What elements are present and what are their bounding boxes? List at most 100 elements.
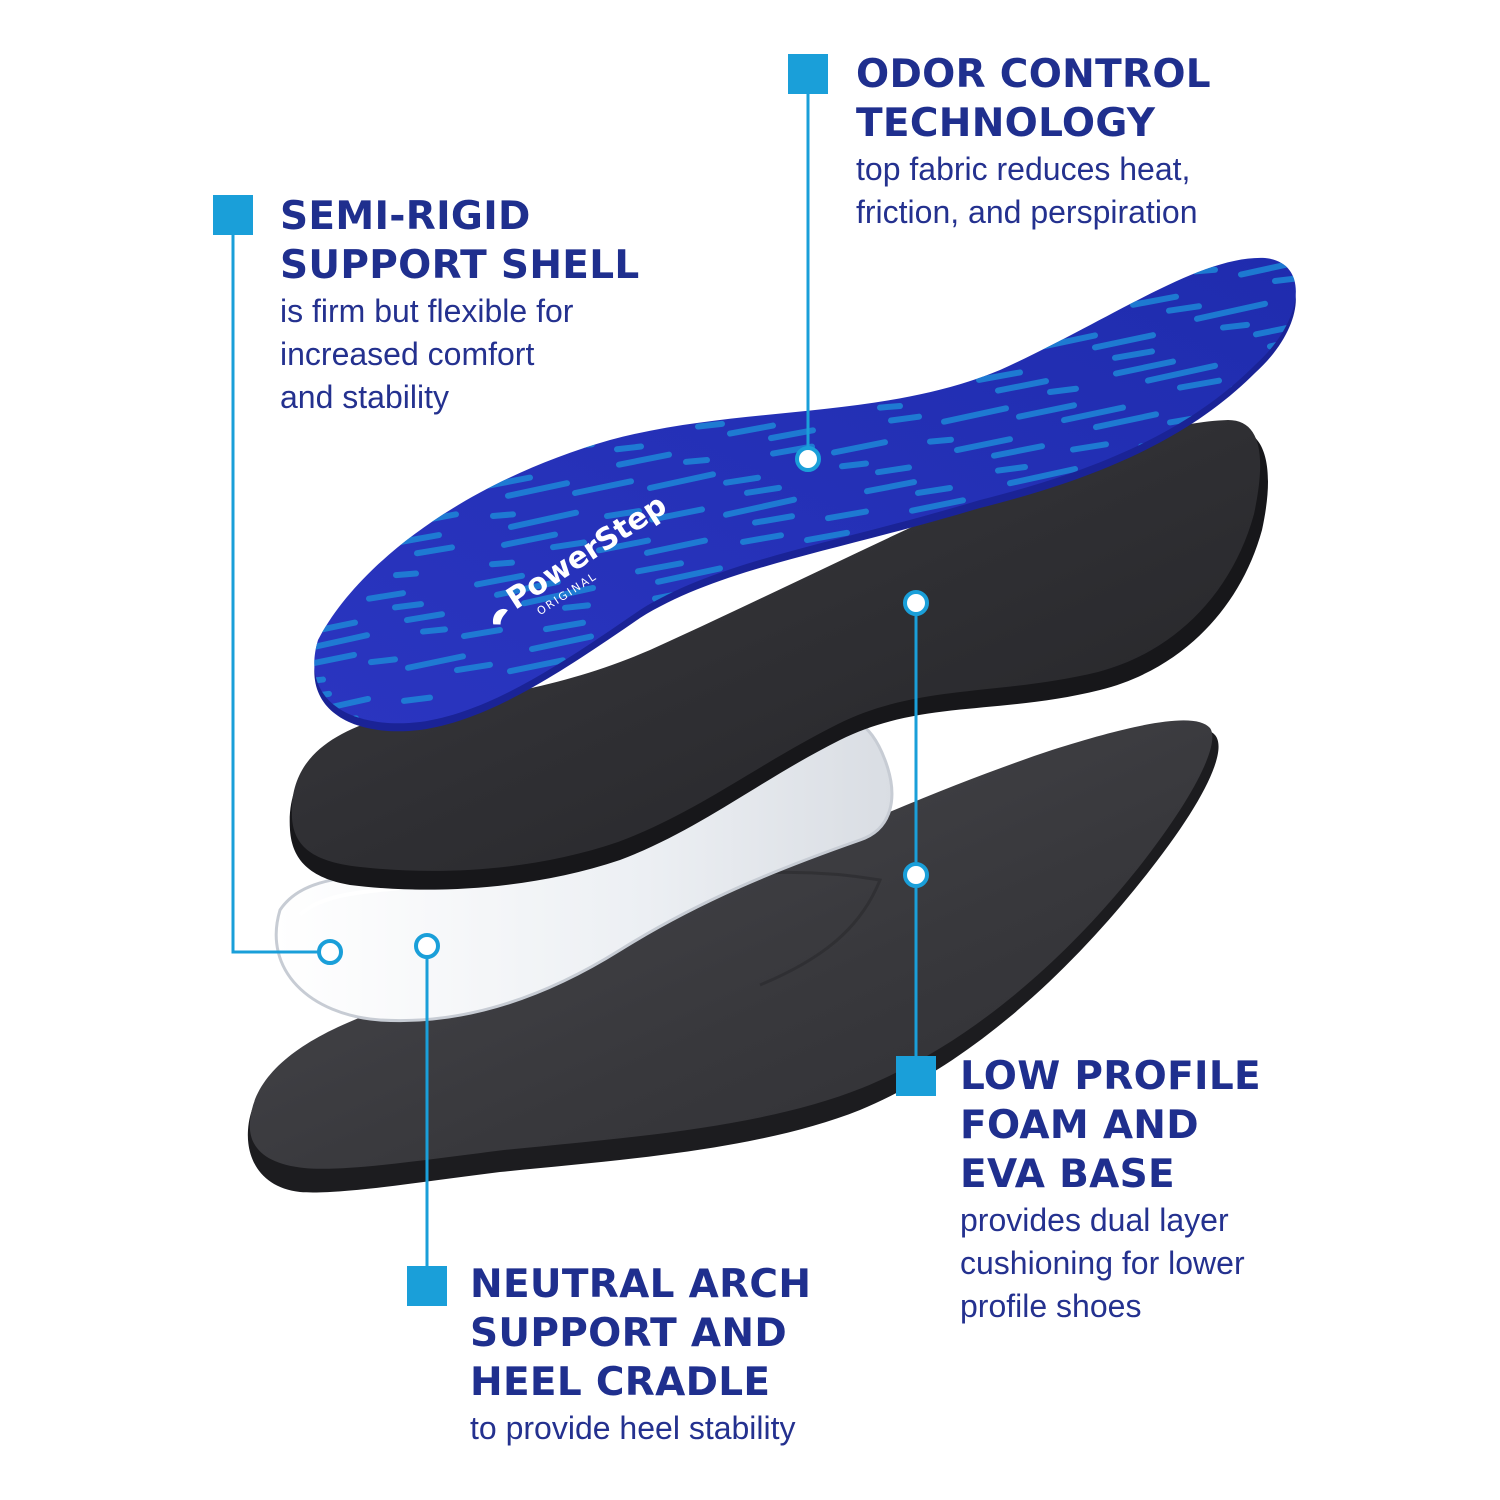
- fabric-pattern-dash: [404, 611, 445, 624]
- dot-arch: [414, 933, 440, 959]
- fabric-pattern-dash: [845, 289, 910, 308]
- fabric-pattern-dash: [795, 225, 859, 239]
- fabric-pattern-dash: [1268, 353, 1296, 366]
- fabric-pattern-dash: [420, 626, 448, 635]
- fabric-pattern-dash: [494, 578, 561, 598]
- fabric-pattern-dash: [745, 235, 769, 238]
- fabric-pattern-dash: [849, 377, 880, 387]
- fabric-pattern-dash: [831, 439, 888, 456]
- fabric-pattern-dash: [683, 457, 710, 465]
- leader-shell: [231, 233, 318, 954]
- fabric-pattern-dash: [753, 166, 786, 171]
- fabric-pattern-dash: [454, 661, 493, 674]
- fabric-pattern-dash: [600, 637, 636, 649]
- fabric-pattern-dash: [942, 363, 988, 377]
- fabric-pattern-dash: [1179, 257, 1247, 263]
- fabric-pattern-dash: [383, 449, 453, 469]
- fabric-pattern-dash: [1317, 418, 1370, 429]
- fabric-pattern-dash: [614, 443, 644, 453]
- marker-shell: [213, 195, 253, 235]
- fabric-pattern-dash: [1007, 466, 1078, 487]
- fabric-pattern-dash: [393, 570, 419, 579]
- fabric-pattern-dash: [667, 377, 710, 390]
- fabric-pattern-dash: [764, 257, 815, 267]
- fabric-pattern-dash: [995, 464, 1028, 474]
- fabric-pattern-dash: [1152, 18, 1199, 27]
- fabric-pattern-dash: [737, 385, 794, 402]
- fabric-pattern-dash: [1221, 139, 1282, 152]
- foam-layer: [289, 420, 1269, 890]
- fabric-pattern-dash: [1201, 31, 1267, 45]
- fabric-pattern-dash: [314, 416, 340, 429]
- fabric-pattern-dash: [689, 317, 751, 336]
- fabric-pattern-dash: [839, 309, 895, 326]
- fabric-pattern-dash: [1113, 358, 1176, 377]
- fabric-pattern-dash: [1310, 55, 1352, 63]
- fabric-pattern-dash: [1084, 235, 1110, 238]
- fabric-pattern-dash: [461, 627, 503, 640]
- fabric-pattern-dash: [1289, 189, 1331, 197]
- fabric-pattern-dash: [1318, 83, 1369, 93]
- fabric-pattern-dash: [1248, 385, 1296, 403]
- fabric-pattern-dash: [1309, 297, 1348, 304]
- fabric-pattern-dash: [1011, 279, 1060, 294]
- fabric-pattern-dash: [314, 479, 345, 493]
- fabric-pattern-dash: [612, 164, 679, 179]
- fabric-pattern-dash: [1130, 293, 1179, 308]
- fabric-pattern-dash: [695, 420, 725, 430]
- dot-shell: [317, 939, 343, 965]
- fabric-pattern-dash: [635, 261, 664, 271]
- fabric-pattern-dash: [712, 157, 762, 167]
- fabric-pattern-dash: [1194, 300, 1268, 322]
- fabric-pattern-dash: [864, 479, 917, 495]
- fabric-pattern-dash: [1111, 271, 1145, 282]
- fabric-pattern-dash: [792, 335, 858, 355]
- dot-base: [903, 862, 929, 888]
- fabric-pattern-dash: [644, 537, 708, 556]
- fabric-pattern-dash: [877, 403, 903, 411]
- callout-description: top fabric reduces heat,friction, and pe…: [856, 151, 1198, 230]
- fabric-pattern-dash: [392, 601, 424, 611]
- fabric-pattern-dash: [397, 532, 442, 545]
- fabric-pattern-dash: [314, 632, 370, 653]
- fabric-pattern-dash: [768, 427, 816, 442]
- fabric-pattern-dash: [752, 513, 795, 526]
- fabric-pattern-dash: [672, 237, 703, 242]
- fabric-pattern-dash: [1217, 96, 1263, 105]
- fabric-pattern-dash: [1311, 156, 1335, 159]
- fabric-pattern-dash: [782, 267, 817, 278]
- fabric-pattern-dash: [779, 573, 809, 583]
- fabric-pattern-dash: [314, 568, 369, 589]
- fabric-pattern-dash: [314, 555, 360, 573]
- fabric-pattern-dash: [876, 258, 905, 267]
- fabric-pattern-dash: [1234, 414, 1263, 423]
- fabric-pattern-dash: [728, 139, 768, 146]
- fabric-pattern-dash: [399, 416, 454, 433]
- fabric-pattern-dash: [635, 560, 684, 575]
- fabric-pattern-dash: [673, 387, 729, 404]
- fabric-pattern-dash: [1267, 248, 1293, 251]
- dot-foam: [903, 590, 929, 616]
- fabric-pattern-dash: [1272, 275, 1296, 284]
- fabric-pattern-dash: [1061, 404, 1126, 424]
- fabric-pattern-dash: [401, 694, 433, 704]
- fabric-pattern-dash: [569, 441, 595, 449]
- fabric-pattern-dash: [1250, 40, 1292, 48]
- fabric-pattern-dash: [1145, 362, 1218, 384]
- fabric-pattern-dash: [490, 511, 516, 519]
- fabric-pattern-dash: [702, 206, 757, 217]
- fabric-pattern-dash: [1101, 257, 1151, 268]
- fabric-pattern-dash: [389, 436, 442, 452]
- fabric-pattern-dash: [1015, 328, 1056, 340]
- fabric-pattern-dash: [702, 291, 729, 300]
- fabric-pattern-dash: [655, 565, 723, 585]
- fabric-pattern-dash: [650, 192, 692, 200]
- fabric-pattern-dash: [1226, 124, 1278, 135]
- fabric-pattern-dash: [596, 165, 619, 167]
- fabric-pattern-dash: [1166, 303, 1202, 314]
